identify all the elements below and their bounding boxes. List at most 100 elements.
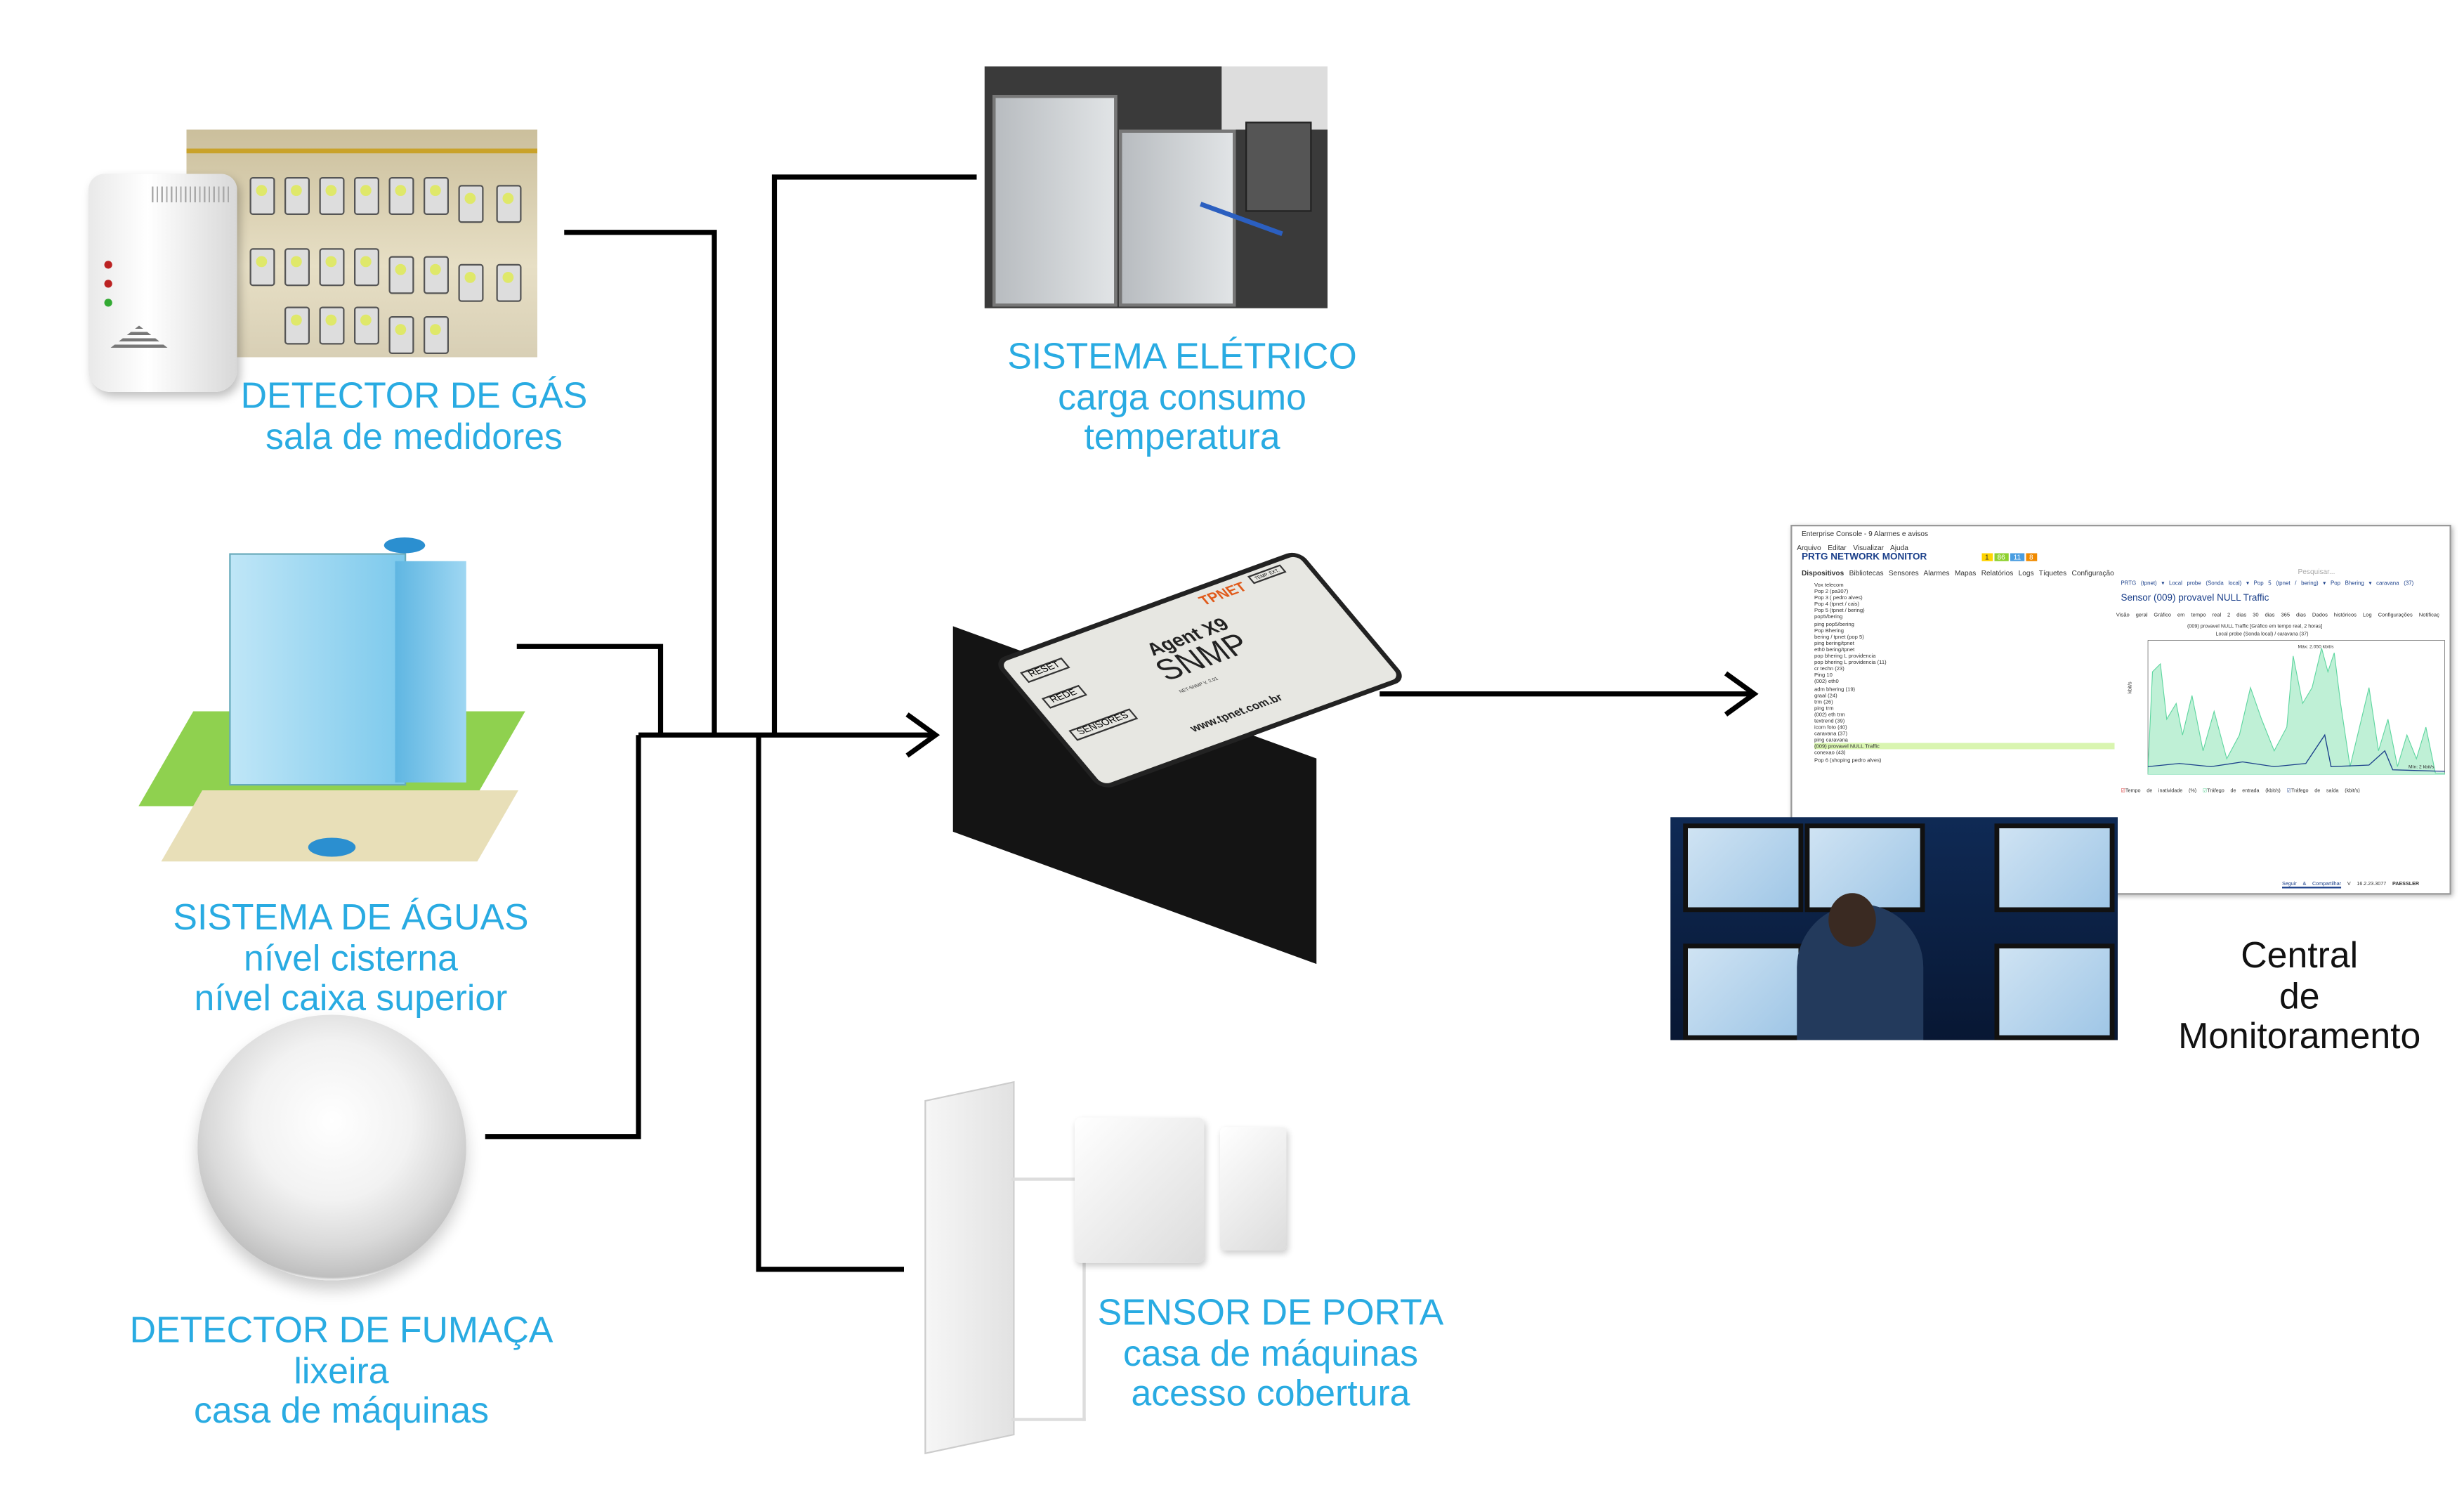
electric-title: SISTEMA ELÉTRICO xyxy=(1007,335,1357,377)
menu-arquivo[interactable]: Arquivo xyxy=(1797,544,1821,552)
traffic-chart xyxy=(2147,640,2445,775)
tab-tiquetes[interactable]: Tíquetes xyxy=(2038,569,2067,577)
sensor-tab[interactable]: Gráfico em tempo real xyxy=(2154,611,2222,618)
menu-ajuda[interactable]: Ajuda xyxy=(1890,544,1908,552)
electric-subtitle-1: carga consumo xyxy=(1058,375,1306,417)
tab-mapas[interactable]: Mapas xyxy=(1954,569,1977,577)
tab-alarmes[interactable]: Alarmes xyxy=(1923,569,1950,577)
water-connector xyxy=(516,644,664,736)
tree-item[interactable]: conexao (43) xyxy=(1814,750,1846,757)
crumb[interactable]: caravana (37) xyxy=(2376,580,2414,587)
sensor-tab[interactable]: 365 dias xyxy=(2281,611,2306,618)
tree-item[interactable]: adm bhering (19) xyxy=(1814,685,1856,692)
tab-bibliotecas[interactable]: Bibliotecas xyxy=(1849,569,1884,577)
checkbox-icon[interactable]: ☑ xyxy=(2121,787,2125,794)
prtg-breadcrumb: PRTG (tpnet) ▾ Local probe (Sonda local)… xyxy=(2121,580,2414,587)
electric-panel-photo xyxy=(984,66,1328,308)
badge-up: 86 xyxy=(1994,553,2009,561)
water-subtitle-1: nível cisterna xyxy=(244,936,458,978)
tree-item[interactable]: Pop Bhering xyxy=(1814,627,1844,634)
tree-item[interactable]: Vox telecom xyxy=(1814,582,1844,588)
bus-arrowhead xyxy=(905,712,941,758)
tree-item[interactable]: pop bhering L providencia (11) xyxy=(1814,659,1887,666)
door-connector xyxy=(756,735,904,1272)
tree-item[interactable]: Pop 4 (tpnet / cais) xyxy=(1814,601,1860,608)
tree-item[interactable]: ping caravana xyxy=(1814,737,1848,744)
tree-item[interactable]: pop bhering L providencia xyxy=(1814,653,1876,660)
checkbox-icon[interactable]: ☑ xyxy=(2202,787,2208,794)
electric-connector xyxy=(771,174,977,736)
central-line-1: Central xyxy=(2241,934,2359,976)
gas-connector xyxy=(564,230,717,736)
tree-item[interactable]: Pop 5 (tpnet / bering) xyxy=(1814,607,1865,614)
tree-item[interactable]: (002) eth trm xyxy=(1814,711,1845,718)
chart-subcaption: Local probe (Sonda local) / caravana (37… xyxy=(2215,630,2309,637)
smoke-label: DETECTOR DE FUMAÇA lixeira casa de máqui… xyxy=(130,1310,553,1431)
tab-configuracao[interactable]: Configuração xyxy=(2071,569,2114,577)
door-sensor-body xyxy=(1075,1117,1205,1263)
gas-label: DETECTOR DE GÁS sala de medidores xyxy=(241,375,588,457)
central-label: Central de Monitoramento xyxy=(2178,934,2420,1057)
chart-caption: (009) provavel NULL Traffic [Gráfico em … xyxy=(2187,622,2323,629)
sensor-tab[interactable]: 30 dias xyxy=(2253,611,2275,618)
tab-relatorios[interactable]: Relatórios xyxy=(1981,569,2014,577)
badge-unusual: 8 xyxy=(2026,553,2037,561)
crumb[interactable]: Local probe (Sonda local) xyxy=(2169,580,2242,587)
tree-item[interactable]: Pop 3 ( pedro alves) xyxy=(1814,594,1863,601)
tree-item[interactable]: (009) provavel NULL Traffic xyxy=(1814,743,2115,750)
checkbox-icon[interactable]: ☑ xyxy=(2286,787,2292,794)
inbound-traffic-area xyxy=(2147,648,2445,775)
smoke-connector xyxy=(485,735,641,1139)
sensor-tab[interactable]: Visão geral xyxy=(2116,611,2148,618)
gas-meters-photo xyxy=(186,129,537,358)
badge-warning: 1 xyxy=(1981,553,1993,561)
tab-dispositivos[interactable]: Dispositivos xyxy=(1802,569,1844,577)
chart-max-label: Máx: 2.050 kbit/s xyxy=(2298,643,2334,650)
tree-item[interactable]: Pop 2 (pa307) xyxy=(1814,588,1849,595)
sensor-tab[interactable]: Dados históricos xyxy=(2312,611,2357,618)
prtg-search[interactable]: Pesquisar... xyxy=(2298,567,2335,575)
tree-item[interactable]: caravana (37) xyxy=(1814,730,1848,737)
sensor-tab[interactable]: Log xyxy=(2362,611,2372,618)
sensor-tab[interactable]: Configurações xyxy=(2378,611,2413,618)
tree-item[interactable]: (002) eth0 xyxy=(1814,679,1839,686)
gas-subtitle: sala de medidores xyxy=(266,414,563,457)
crumb[interactable]: Pop 5 (tpnet / bering) xyxy=(2253,580,2319,587)
paessler-logo: PAESSLER xyxy=(2392,880,2420,887)
device-temp-label: TEMP. EXT. xyxy=(1247,564,1287,585)
central-line-2: de xyxy=(2279,974,2320,1016)
tree-item[interactable]: pop5/bering xyxy=(1814,614,1843,621)
tree-item[interactable]: graal (24) xyxy=(1814,691,1837,698)
tree-item[interactable]: cr techn (23) xyxy=(1814,665,1844,672)
crumb[interactable]: Pop Bhering xyxy=(2330,580,2364,587)
door-photo xyxy=(924,1080,1015,1455)
tab-logs[interactable]: Logs xyxy=(2018,569,2034,577)
menu-editar[interactable]: Editar xyxy=(1828,544,1847,552)
prtg-console-screenshot: Enterprise Console - 9 Alarmes e avisos … xyxy=(1790,525,2451,895)
tree-item[interactable]: ping trm xyxy=(1814,705,1834,712)
door-label: SENSOR DE PORTA casa de máquinas acesso … xyxy=(1098,1292,1444,1414)
tree-item[interactable]: eth0 bering/tpnet xyxy=(1814,646,1855,653)
snmp-device-photo: TPNET Agent X9 SNMP NET-SNMP V. 2.01 RES… xyxy=(945,549,1408,965)
legend-downtime: Tempo de inatividade (%) xyxy=(2125,787,2197,794)
smoke-detector-photo xyxy=(197,1014,466,1281)
tree-item[interactable]: textrend (39) xyxy=(1814,717,1845,724)
crumb[interactable]: PRTG (tpnet) xyxy=(2121,580,2157,587)
tree-item[interactable]: trm (26) xyxy=(1814,698,1833,705)
tree-item[interactable]: icom foto (40) xyxy=(1814,724,1847,731)
tab-sensores[interactable]: Sensores xyxy=(1888,569,1919,577)
prtg-sensor-tabs: Visão geral Gráfico em tempo real 2 dias… xyxy=(2116,612,2439,618)
tree-item[interactable]: ping bering/tpnet xyxy=(1814,639,1854,646)
menu-visualizar[interactable]: Visualizar xyxy=(1853,544,1884,552)
tree-item[interactable]: bering / tpnet (pop 5) xyxy=(1814,633,1864,640)
tree-item[interactable]: Ping 10 xyxy=(1814,672,1833,679)
sensor-tab[interactable]: 2 dias xyxy=(2227,611,2247,618)
tree-item[interactable]: ping pop5/bering xyxy=(1814,620,1854,627)
share-link[interactable]: Seguir & Compartilhar xyxy=(2282,880,2342,887)
control-room-photo xyxy=(1670,817,2118,1040)
chart-min-label: Mín: 2 kbit/s xyxy=(2409,763,2434,770)
sensor-tab[interactable]: Notificaç xyxy=(2418,611,2439,618)
tree-item[interactable]: Pop 6 (shoping pedro alves) xyxy=(1814,756,1882,763)
